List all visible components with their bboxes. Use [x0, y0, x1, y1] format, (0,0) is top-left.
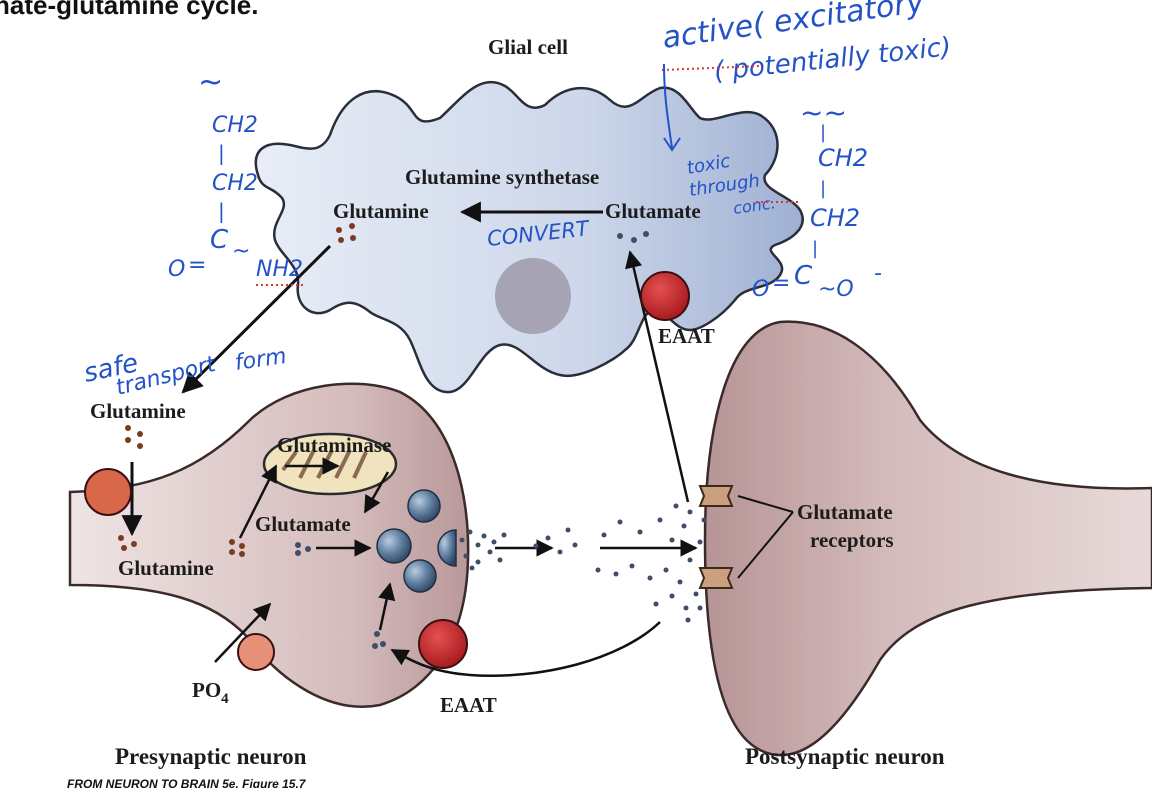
handwritten-pointer-head [663, 137, 681, 152]
postsynaptic-neuron-label: Postsynaptic neuron [745, 744, 945, 769]
struct-right-c: C [794, 261, 813, 291]
glutamate-molecules [295, 231, 707, 649]
struct-left-bond-b: | [218, 199, 225, 223]
struct-left-ch2-a: CH2 [212, 113, 258, 138]
struct-left-o: O [168, 257, 185, 282]
glutaminase-to-glutamate-arrow [363, 471, 390, 514]
glial-nucleus [495, 258, 571, 334]
figure-caption: FROM NEURON TO BRAIN 5e, Figure 15.7 [67, 777, 307, 788]
presynaptic-eaat-transporter [418, 619, 468, 669]
page-heading-fragment: nate-glutamine cycle. [0, 0, 258, 20]
struct-right-ch2-a: CH2 [818, 144, 868, 172]
struct-right-eq: = [772, 271, 790, 296]
handwritten-pointer [663, 63, 673, 149]
po4-circle [237, 633, 275, 671]
postsynaptic-neuron-body [703, 320, 1152, 757]
vesicle [376, 528, 412, 564]
intracellular-glutamine-label: Glutamine [118, 556, 214, 580]
struct-right-squiggle: ~~ [800, 96, 847, 129]
po4-arrow [214, 602, 272, 663]
glutamate-receptors-label-line1: Glutamate [797, 500, 893, 524]
struct-left-dash: ~ [232, 239, 250, 264]
struct-left-nh2: NH2 [256, 257, 303, 282]
extracellular-glutamine-label: Glutamine [90, 399, 186, 423]
glia-uptake-arrow [625, 250, 690, 503]
struct-right-ch2-b: CH2 [810, 204, 860, 232]
struct-right-bond-b: | [820, 178, 826, 199]
presynaptic-glutamate-label: Glutamate [255, 512, 351, 536]
glutaminase-label: Glutaminase [277, 433, 391, 457]
vesicle [403, 559, 437, 593]
po4-label: PO4 [192, 678, 229, 707]
struct-right-o2: ~O [818, 277, 854, 302]
receptor-pointer-bottom [737, 511, 794, 579]
struct-right-bond-a: | [820, 122, 826, 143]
glia-eaat-label: EAAT [658, 324, 715, 348]
glial-cell-label: Glial cell [488, 35, 568, 59]
glutamine-synthetase-label: Glutamine synthetase [405, 165, 599, 189]
struct-left-bond-a: | [218, 141, 225, 165]
handwritten-structure-glutamate: ~~ | CH2 | CH2 | O = C ~O - [752, 96, 882, 302]
glia-glutamine-label: Glutamine [333, 199, 429, 223]
handwritten-underline [661, 65, 761, 71]
glutamate-receptor [698, 485, 734, 507]
reuptake-arrow [390, 621, 661, 677]
fusing-vesicle [437, 529, 457, 567]
recycle-to-vesicle-arrow [378, 582, 396, 631]
receptor-pointer-top [737, 495, 794, 513]
glutamine-molecules [118, 223, 356, 557]
glutamine-export-arrow [181, 244, 332, 394]
glutamate-receptors-label-line2: receptors [810, 528, 894, 552]
handwritten-structure-glutamine: ~ CH2 | CH2 | O = C ~ NH2 [168, 65, 306, 286]
presynaptic-neuron-label: Presynaptic neuron [115, 744, 307, 769]
struct-left-c: C [210, 225, 229, 255]
presynaptic-eaat-label: EAAT [440, 693, 497, 717]
handwritten-safe-line3: form [233, 344, 288, 376]
glia-glutamate-label: Glutamate [605, 199, 701, 223]
vesicle [407, 489, 441, 523]
struct-right-minus: - [874, 261, 882, 286]
glutamine-to-glutaminase-arrow [238, 464, 278, 539]
po4-subscript: 4 [221, 691, 229, 707]
struct-left-eq: = [188, 253, 206, 278]
struct-left-ch2-b: CH2 [212, 171, 258, 196]
struct-right-o1: O [752, 277, 769, 302]
glutamine-transporter [84, 468, 132, 516]
struct-left-squiggle: ~ [198, 65, 223, 100]
glia-eaat-transporter [640, 271, 690, 321]
struct-right-bond-c: | [812, 238, 818, 259]
glutamate-receptor [698, 567, 734, 589]
